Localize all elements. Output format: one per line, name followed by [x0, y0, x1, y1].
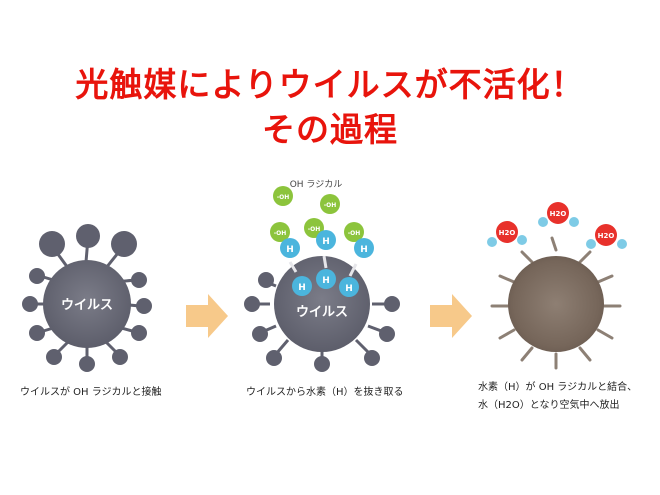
- inactivated-virus-body: [508, 256, 604, 352]
- svg-text:-OH: -OH: [324, 202, 337, 209]
- svg-text:H2O: H2O: [598, 232, 615, 240]
- svg-text:-OH: -OH: [348, 230, 361, 237]
- h2o-molecule: H2O: [538, 202, 579, 227]
- svg-text:H: H: [360, 245, 368, 255]
- stage3-virus: H2O H2O H2O: [487, 202, 627, 370]
- svg-text:H: H: [322, 237, 330, 247]
- svg-text:-OH: -OH: [274, 230, 287, 237]
- oh-radical-label: OH ラジカル: [290, 179, 343, 190]
- spike-ball: [136, 298, 152, 314]
- svg-text:H: H: [322, 276, 330, 286]
- caption-step1: ウイルスが OH ラジカルと接触: [20, 387, 162, 398]
- svg-text:H: H: [345, 284, 353, 294]
- spike-ball: [76, 224, 100, 248]
- virus-body: [43, 260, 131, 348]
- oh-h-pair: -OH H: [344, 222, 374, 258]
- h-atom: H: [292, 276, 312, 296]
- spike-ball: [46, 349, 62, 365]
- spike-ball: [39, 231, 65, 257]
- caption-step3-line1: 水素（H）が OH ラジカルと結合、: [478, 382, 638, 393]
- svg-text:H2O: H2O: [550, 210, 567, 218]
- spike-ball: [29, 268, 45, 284]
- h-atom: H: [339, 277, 359, 297]
- oh-h-pair: -OH H: [304, 218, 336, 250]
- oh-radical: -OH: [273, 186, 293, 206]
- arrow-right-icon: [186, 294, 228, 338]
- virus-label: ウイルス: [61, 298, 113, 313]
- svg-text:H: H: [298, 283, 306, 293]
- spike-ball: [131, 272, 147, 288]
- svg-text:H2O: H2O: [499, 229, 516, 237]
- virus-label: ウイルス: [296, 305, 348, 320]
- stage1-virus: ウイルス: [22, 224, 152, 372]
- oh-radical: -OH: [320, 194, 340, 214]
- caption-step2: ウイルスから水素（H）を抜き取る: [246, 387, 404, 398]
- h2o-molecule: H2O: [586, 224, 627, 249]
- svg-text:-OH: -OH: [277, 194, 290, 201]
- oh-h-pair: -OH H: [270, 222, 300, 258]
- main-title-line2: その過程: [262, 110, 398, 149]
- spike-ball: [29, 325, 45, 341]
- svg-text:H: H: [286, 245, 294, 255]
- stage2-virus: ウイルス OH ラジカル -OH -OH -OH H -OH: [244, 179, 400, 372]
- svg-text:-OH: -OH: [308, 226, 321, 233]
- h2o-molecule: H2O: [487, 221, 527, 247]
- spike-ball: [111, 231, 137, 257]
- main-title-line1: 光触媒によりウイルスが不活化！: [75, 65, 585, 104]
- spike-ball: [131, 325, 147, 341]
- caption-step3-line2: 水（H2O）となり空気中へ放出: [478, 400, 620, 411]
- spike-ball: [22, 296, 38, 312]
- arrow-right-icon: [430, 294, 472, 338]
- caption-step3: 水素（H）が OH ラジカルと結合、 水（H2O）となり空気中へ放出: [478, 379, 637, 415]
- spike-ball: [79, 356, 95, 372]
- h-atom: H: [316, 269, 336, 289]
- spike-ball: [112, 349, 128, 365]
